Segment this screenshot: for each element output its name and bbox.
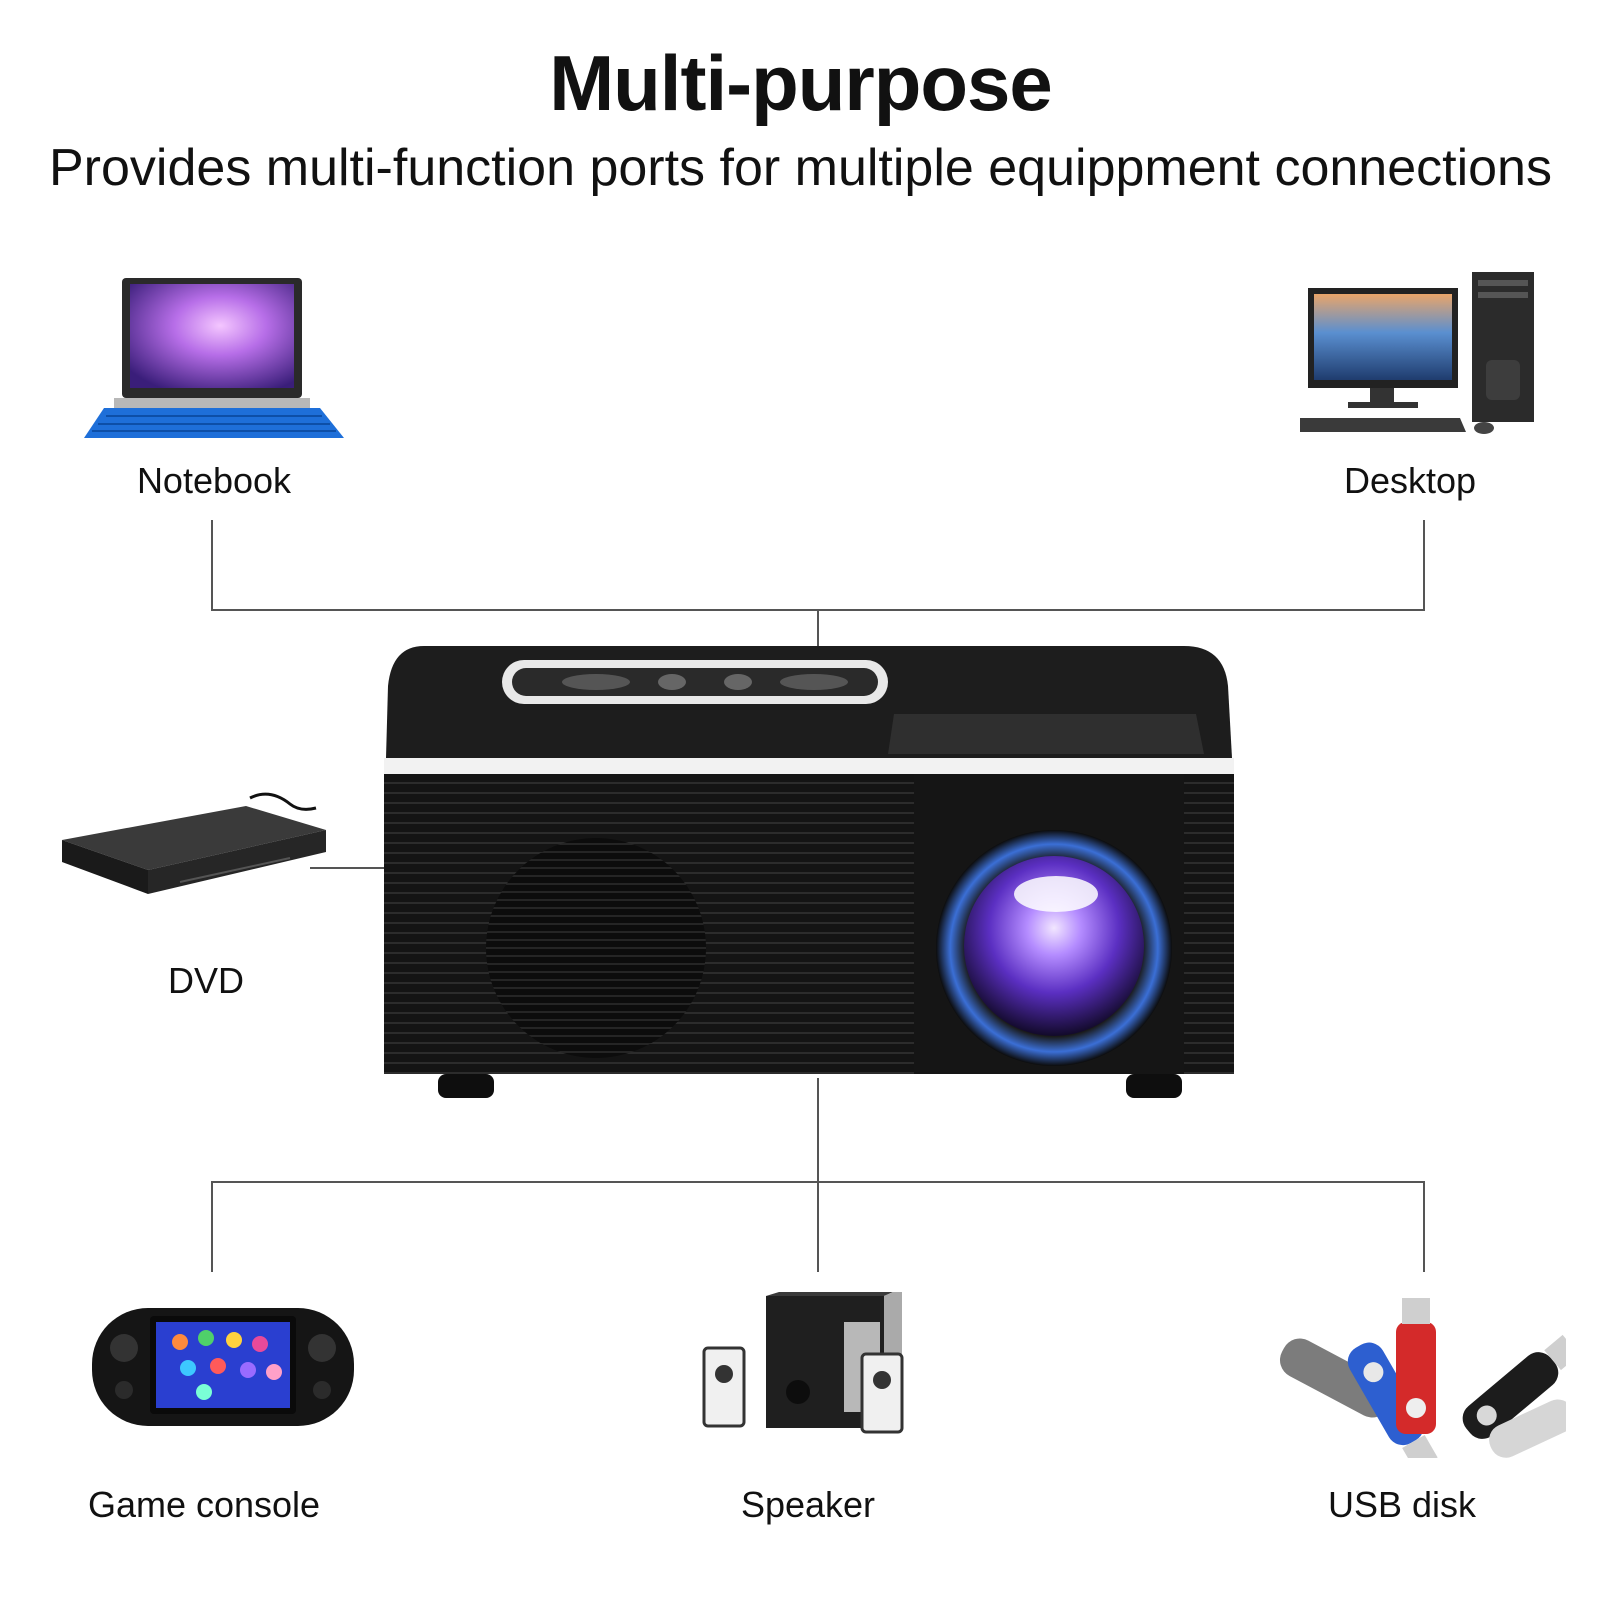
dvd-player-icon [62,792,326,894]
handheld-console-icon [92,1308,354,1426]
usb-disk-label: USB disk [1327,1484,1477,1525]
speaker-set-icon [702,1292,904,1434]
page-subtitle: Provides multi-function ports for multip… [49,139,1552,197]
page-title: Multi-purpose [549,39,1053,127]
desktop-label: Desktop [1343,460,1477,501]
game-console-label: Game console [87,1484,321,1525]
speaker-label: Speaker [740,1484,876,1525]
desktop-computer-icon [1300,272,1534,434]
laptop-icon [84,278,344,438]
usb-drive-icon [1279,1298,1566,1458]
mini-projector-icon [384,646,1234,1098]
notebook-label: Notebook [136,460,292,501]
dvd-label: DVD [167,960,244,1001]
